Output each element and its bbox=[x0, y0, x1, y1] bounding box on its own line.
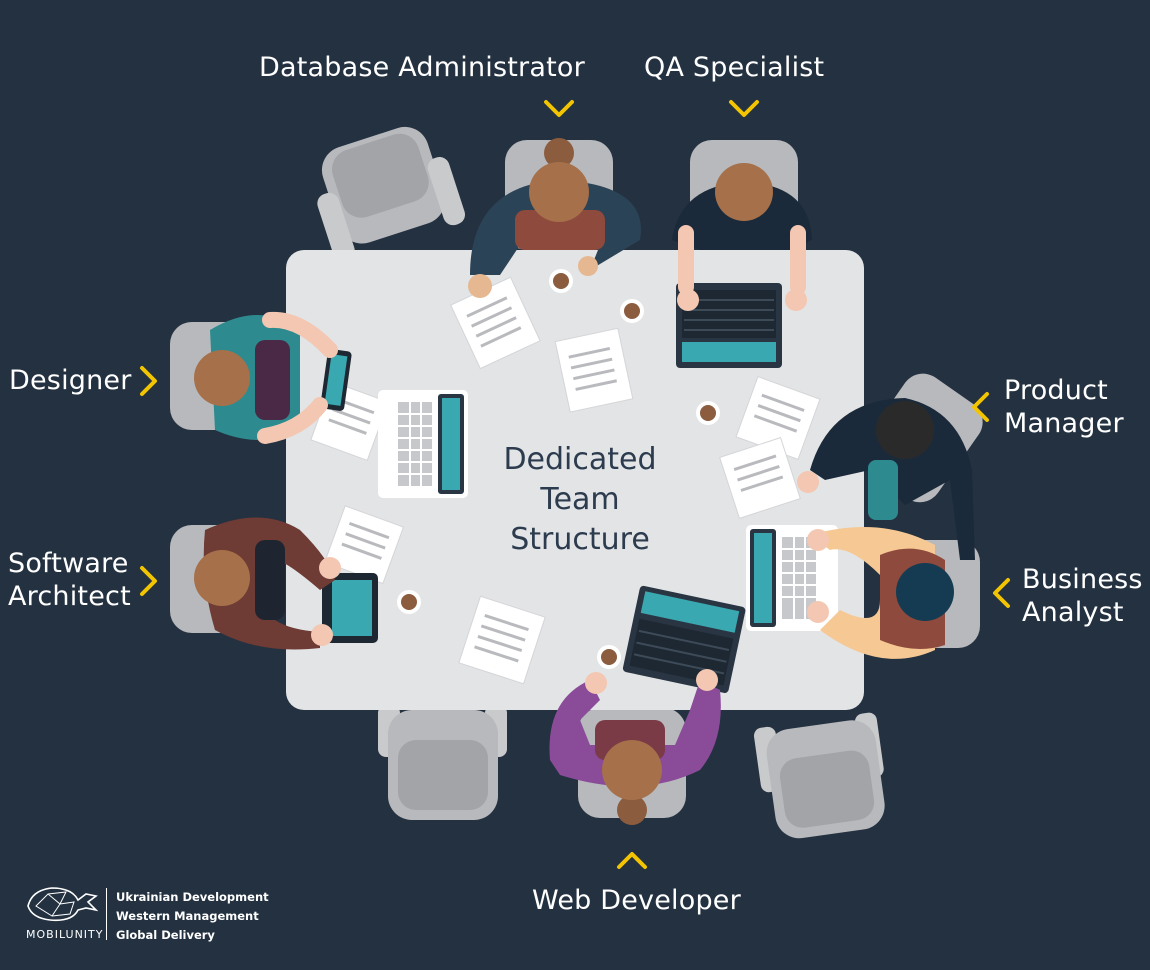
label-product-manager: Product Manager bbox=[1004, 374, 1124, 440]
tablet-designer bbox=[320, 349, 352, 411]
title-line: Dedicated bbox=[503, 442, 657, 477]
label-line: Product bbox=[1004, 375, 1108, 406]
title-line: Team bbox=[540, 482, 620, 517]
laptop-business-analyst bbox=[746, 525, 838, 631]
label-text: Designer bbox=[9, 365, 132, 396]
laptop-web-developer bbox=[622, 585, 746, 693]
person-business-analyst bbox=[807, 527, 954, 659]
empty-chair-bottom-right bbox=[753, 712, 885, 839]
chevrons bbox=[140, 100, 1010, 869]
laptop-designer bbox=[378, 390, 468, 498]
tablet-software-architect bbox=[322, 573, 378, 643]
label-web-developer: Web Developer bbox=[532, 884, 741, 917]
label-qa-specialist: QA Specialist bbox=[644, 51, 824, 84]
tagline: Ukrainian Development Western Management… bbox=[116, 888, 269, 945]
empty-chair-top-left bbox=[317, 126, 466, 262]
whale-logo-icon bbox=[27, 887, 98, 922]
person-qa-specialist bbox=[672, 163, 812, 311]
person-database-administrator bbox=[468, 138, 641, 298]
chevron-left-icon bbox=[972, 392, 989, 422]
diagram-title: Dedicated Team Structure bbox=[470, 440, 690, 560]
label-text: Web Developer bbox=[532, 885, 741, 916]
label-text: Database Administrator bbox=[259, 52, 585, 83]
papers bbox=[310, 276, 821, 685]
label-designer: Designer bbox=[9, 364, 132, 397]
label-line: Software bbox=[8, 548, 129, 579]
label-line: Business bbox=[1022, 564, 1143, 595]
label-business-analyst: Business Analyst bbox=[1022, 563, 1143, 629]
footer-divider bbox=[106, 888, 107, 940]
chevron-right-icon bbox=[140, 366, 157, 396]
person-web-developer bbox=[549, 669, 721, 825]
chevron-down-icon bbox=[544, 100, 574, 117]
label-line: Architect bbox=[8, 581, 131, 612]
label-line: Manager bbox=[1004, 408, 1124, 439]
title-line: Structure bbox=[510, 522, 650, 557]
chevron-down-icon bbox=[729, 100, 759, 117]
empty-chair-bottom-left bbox=[378, 705, 507, 820]
tagline-line: Global Delivery bbox=[116, 928, 215, 942]
person-designer bbox=[194, 311, 338, 444]
coffee-cups bbox=[397, 269, 720, 669]
person-software-architect bbox=[194, 517, 341, 650]
chevron-left-icon bbox=[993, 578, 1010, 608]
label-software-architect: Software Architect bbox=[8, 547, 131, 613]
label-text: QA Specialist bbox=[644, 52, 825, 83]
label-database-administrator: Database Administrator bbox=[259, 51, 585, 84]
tagline-line: Ukrainian Development bbox=[116, 890, 269, 904]
laptop-qa-specialist bbox=[676, 283, 782, 368]
chevron-right-icon bbox=[140, 566, 157, 596]
label-line: Analyst bbox=[1022, 597, 1124, 628]
tagline-line: Western Management bbox=[116, 909, 259, 923]
chevron-up-icon bbox=[617, 852, 647, 869]
brand-name: MOBILUNITY bbox=[26, 928, 104, 941]
person-product-manager bbox=[797, 398, 975, 560]
